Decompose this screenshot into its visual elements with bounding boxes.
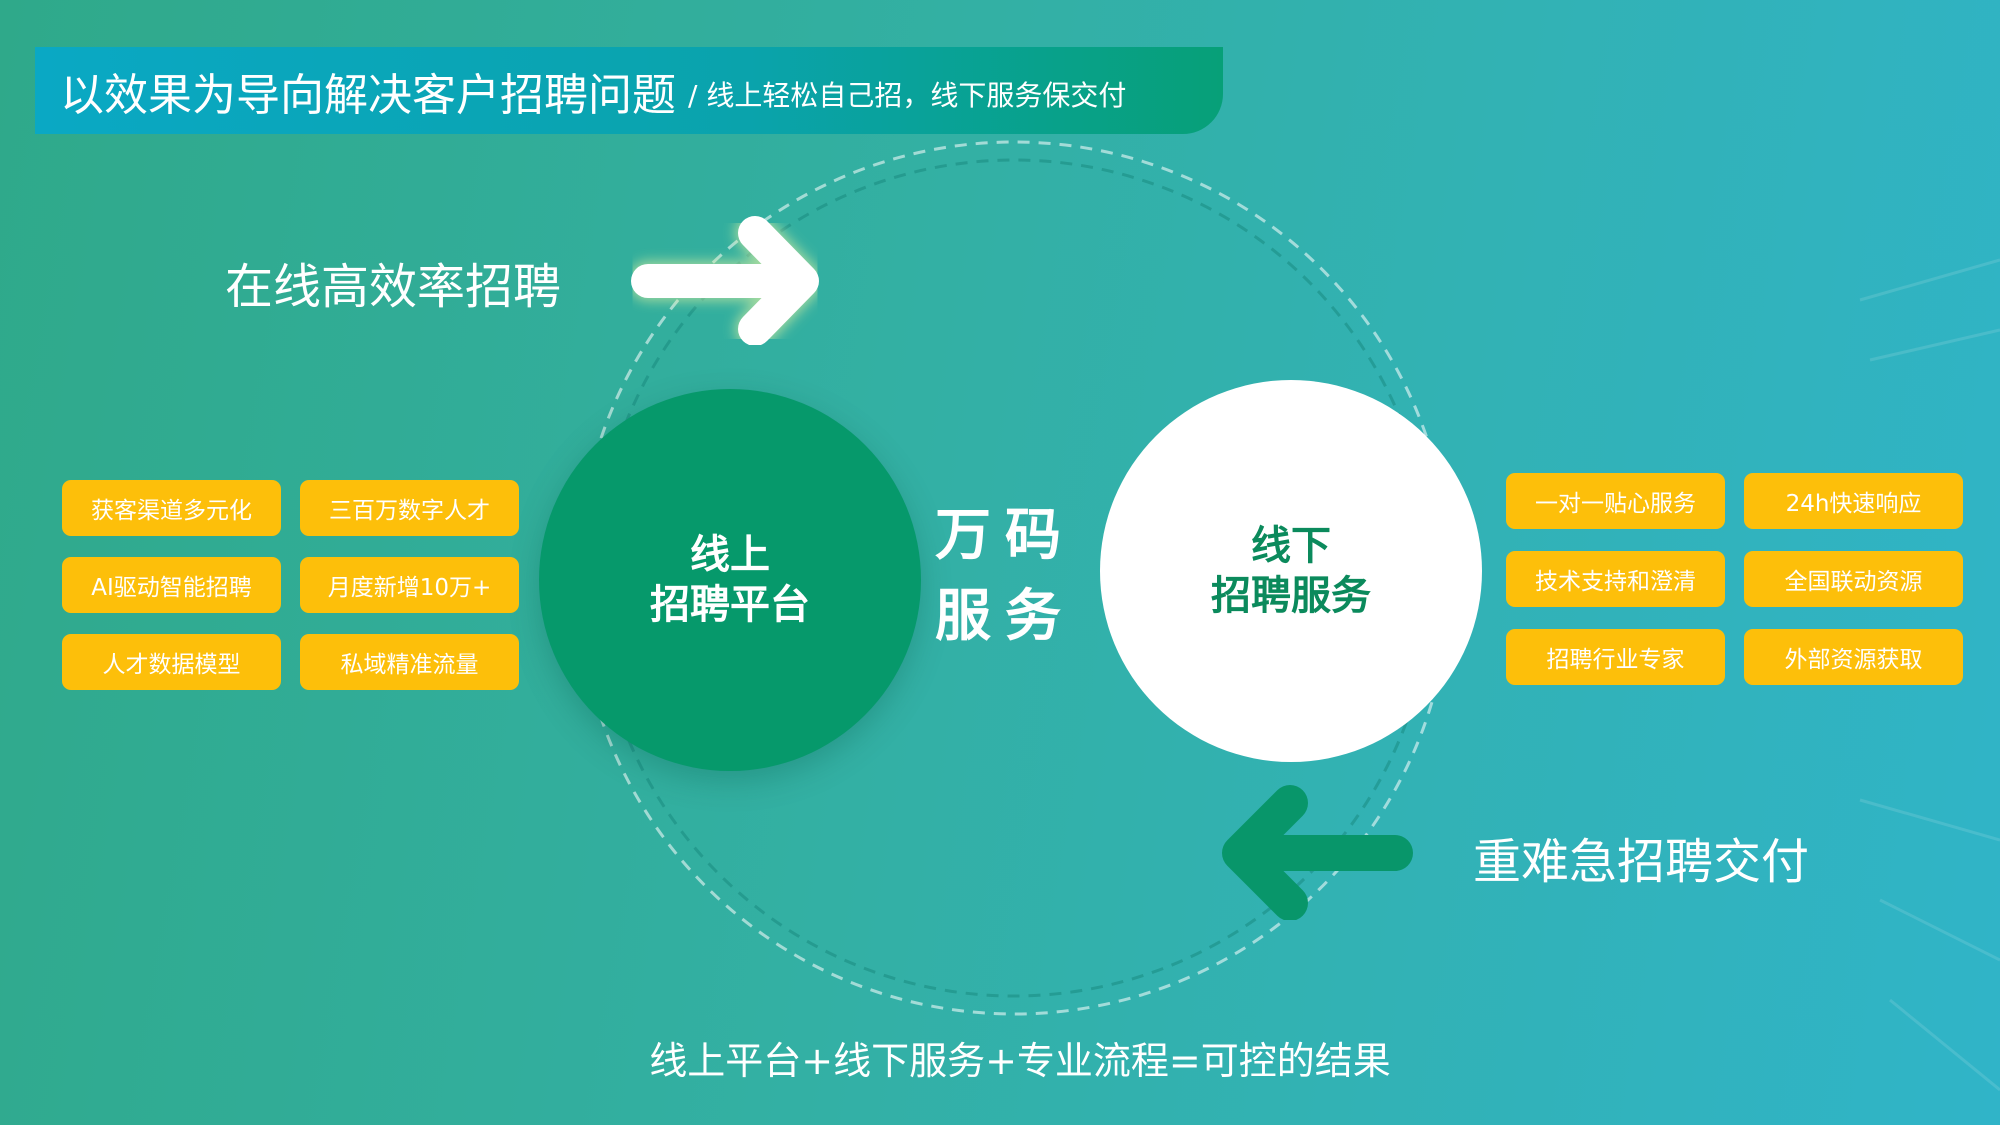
left-tag: 获客渠道多元化 (62, 480, 281, 536)
left-tag: 人才数据模型 (62, 634, 281, 690)
brand-line2: 服务 (935, 584, 1075, 650)
online-circle-line2: 招聘平台 (650, 582, 810, 628)
right-tag: 招聘行业专家 (1506, 629, 1725, 685)
offline-circle-line1: 线下 (1251, 523, 1331, 569)
page-subtitle: / 线上轻松自己招，线下服务保交付 (688, 78, 1127, 112)
left-tag: 三百万数字人才 (300, 480, 519, 536)
online-recruit-label: 在线高效率招聘 (225, 259, 562, 315)
left-tag: 月度新增10万+ (300, 557, 519, 613)
offline-circle-line2: 招聘服务 (1211, 573, 1371, 619)
left-tag: AI驱动智能招聘 (62, 557, 281, 613)
right-tag: 24h快速响应 (1744, 473, 1963, 529)
online-platform-circle: 线上 招聘平台 (539, 389, 921, 771)
right-tag: 全国联动资源 (1744, 551, 1963, 607)
title-banner: 以效果为导向解决客户招聘问题 / 线上轻松自己招，线下服务保交付 (35, 47, 1223, 134)
right-tag: 一对一贴心服务 (1506, 473, 1725, 529)
right-tag: 技术支持和澄清 (1506, 551, 1725, 607)
brand-label: 万码 服务 (935, 495, 1075, 657)
online-circle-line1: 线上 (690, 532, 770, 578)
offline-delivery-label: 重难急招聘交付 (1473, 834, 1810, 890)
brand-line1: 万码 (935, 503, 1075, 568)
page-title: 以效果为导向解决客户招聘问题 (60, 69, 676, 121)
offline-service-circle: 线下 招聘服务 (1100, 380, 1482, 762)
arrow-right-icon (628, 215, 822, 345)
formula-caption: 线上平台+线下服务+专业流程=可控的结果 (649, 1039, 1391, 1083)
right-tag: 外部资源获取 (1744, 629, 1963, 685)
left-tag: 私域精准流量 (300, 634, 519, 690)
arrow-left-icon (1222, 785, 1413, 920)
